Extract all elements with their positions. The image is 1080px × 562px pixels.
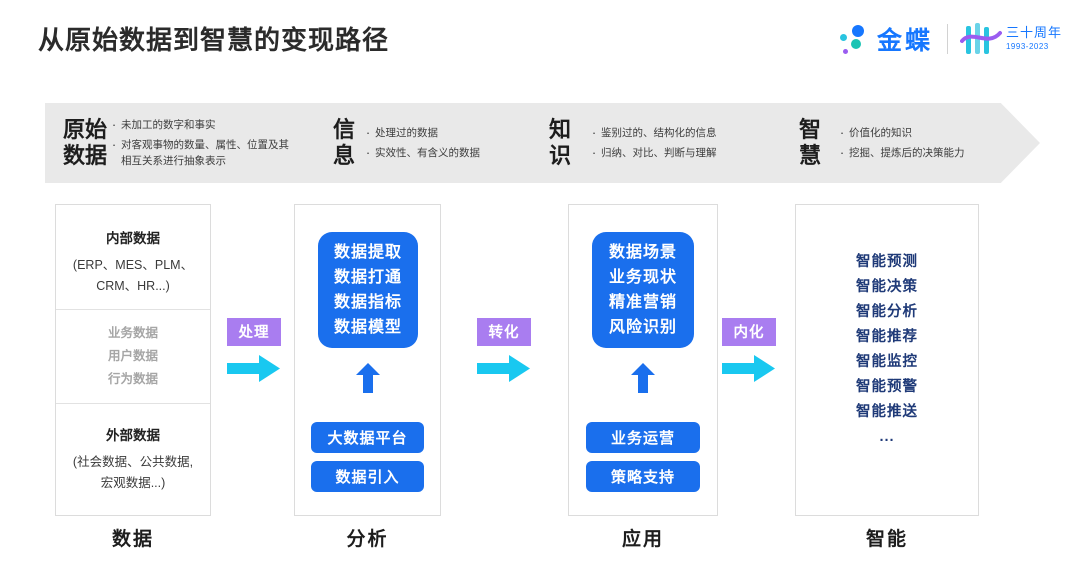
data-type-item: 业务数据 [107, 326, 158, 340]
internal-data-detail: (ERP、MES、PLM、 CRM、HR...) [72, 258, 194, 293]
anniversary-years: 1993-2023 [1005, 41, 1049, 51]
application-operations-pill[interactable]: 业务运营 [586, 422, 700, 453]
list-item: 智能分析 [856, 304, 918, 320]
right-arrow-icon [227, 354, 281, 389]
banner-segment-title: 原始 数据 [63, 117, 108, 168]
application-capability-box: 数据场景 业务现状 精准营销 风险识别 [592, 232, 694, 348]
bullet-icon: · [591, 145, 597, 160]
connector-processing: 处理 [227, 318, 281, 389]
list-item: 智能推送 [856, 404, 918, 420]
analysis-capability-box: 数据提取 数据打通 数据指标 数据模型 [318, 232, 418, 348]
banner-segment-bullets: · 价值化的知识 · 挖掘、提炼后的决策能力 [835, 123, 965, 163]
definition-banner: 原始 数据 · 未加工的数字和事实 · 对客观事物的数量、属性、位置及其相互关系… [45, 103, 1040, 183]
connector-label: 内化 [722, 318, 776, 346]
intelligence-list: 智能预测 智能决策 智能分析 智能推荐 智能监控 智能预警 智能推送 ... [795, 250, 979, 450]
column-footer-application: 应用 [621, 529, 664, 550]
connector-internalization: 内化 [722, 318, 776, 389]
analysis-capability-item: 数据指标 [333, 294, 402, 311]
connector-transformation: 转化 [477, 318, 531, 389]
bullet-icon: · [591, 125, 597, 140]
banner-segment-title: 智 慧 [799, 117, 822, 168]
bullet-icon: · [839, 145, 845, 160]
anniversary-badge: 三十周年 1993-2023 [959, 21, 1062, 57]
external-data-detail: (社会数据、公共数据, 宏观数据...) [72, 455, 194, 490]
logo-dots-icon [837, 22, 871, 56]
banner-segment-wisdom: 智 慧 · 价值化的知识 · 挖掘、提炼后的决策能力 [799, 103, 1029, 183]
data-type-item: 行为数据 [107, 372, 158, 386]
application-capability-item: 风险识别 [608, 319, 677, 336]
banner-segment-title: 知 识 [549, 117, 572, 168]
analysis-capability-item: 数据模型 [333, 319, 402, 336]
external-data-heading: 外部数据 [106, 428, 160, 443]
column-footer-data: 数据 [111, 529, 154, 550]
kingdee-logo: 金蝶 [837, 21, 933, 57]
banner-segment-raw-data: 原始 数据 · 未加工的数字和事实 · 对客观事物的数量、属性、位置及其相互关系… [45, 103, 333, 183]
internal-data-heading: 内部数据 [106, 231, 160, 246]
definition-banner-arrow [45, 103, 1040, 183]
bullet-icon: · [365, 125, 371, 140]
brand-name: 金蝶 [876, 27, 933, 55]
right-arrow-icon [722, 354, 776, 389]
banner-segment-bullets: · 鉴别过的、结构化的信息 · 归纳、对比、判断与理解 [587, 123, 717, 163]
data-type-item: 用户数据 [107, 349, 158, 363]
up-arrow-icon [355, 362, 381, 394]
bullet-icon: · [111, 137, 117, 152]
application-capability-item: 数据场景 [608, 244, 677, 261]
column-footer-analysis: 分析 [346, 529, 389, 550]
anniversary-mark-icon [959, 21, 1002, 57]
connector-label: 处理 [227, 318, 281, 346]
banner-segment-title: 信 息 [333, 117, 356, 168]
list-item: 智能推荐 [856, 329, 918, 345]
column-card-intelligence [795, 204, 979, 516]
banner-segment-knowledge: 知 识 · 鉴别过的、结构化的信息 · 归纳、对比、判断与理解 [549, 103, 799, 183]
anniversary-text: 三十周年 [1005, 25, 1062, 41]
bullet-icon: · [111, 117, 117, 132]
analysis-platform-pill[interactable]: 大数据平台 [311, 422, 424, 453]
banner-segment-bullets: · 未加工的数字和事实 · 对客观事物的数量、属性、位置及其相互关系进行抽象表示 [107, 115, 296, 171]
column-card-data: 内部数据 (ERP、MES、PLM、 CRM、HR...) 业务数据 用户数据 … [55, 204, 211, 516]
external-data-block: 外部数据 (社会数据、公共数据, 宏观数据...) [56, 403, 210, 506]
brand-area: 金蝶 三十周年 1993-2023 [837, 18, 1062, 60]
analysis-ingest-pill[interactable]: 数据引入 [311, 461, 424, 492]
bullet-icon: · [839, 125, 845, 140]
list-item: 智能监控 [856, 354, 918, 370]
internal-data-block: 内部数据 (ERP、MES、PLM、 CRM、HR...) [56, 205, 210, 309]
application-strategy-pill[interactable]: 策略支持 [586, 461, 700, 492]
brand-divider [946, 24, 948, 54]
column-footer-intelligence: 智能 [865, 529, 908, 550]
connector-label: 转化 [477, 318, 531, 346]
list-item: 智能预测 [856, 254, 918, 270]
banner-segment-bullets: · 处理过的数据 · 实效性、有含义的数据 [361, 123, 480, 163]
application-capability-item: 精准营销 [608, 294, 677, 311]
list-ellipsis: ... [879, 429, 895, 445]
page-title: 从原始数据到智慧的变现路径 [38, 25, 390, 55]
analysis-capability-item: 数据打通 [333, 269, 402, 286]
list-item: 智能决策 [856, 279, 918, 295]
analysis-capability-item: 数据提取 [333, 244, 402, 261]
right-arrow-icon [477, 354, 531, 389]
bullet-icon: · [365, 145, 371, 160]
data-types-block: 业务数据 用户数据 行为数据 [56, 309, 210, 403]
list-item: 智能预警 [856, 379, 918, 395]
up-arrow-icon [630, 362, 656, 394]
application-capability-item: 业务现状 [608, 269, 677, 286]
banner-segment-information: 信 息 · 处理过的数据 · 实效性、有含义的数据 [333, 103, 549, 183]
